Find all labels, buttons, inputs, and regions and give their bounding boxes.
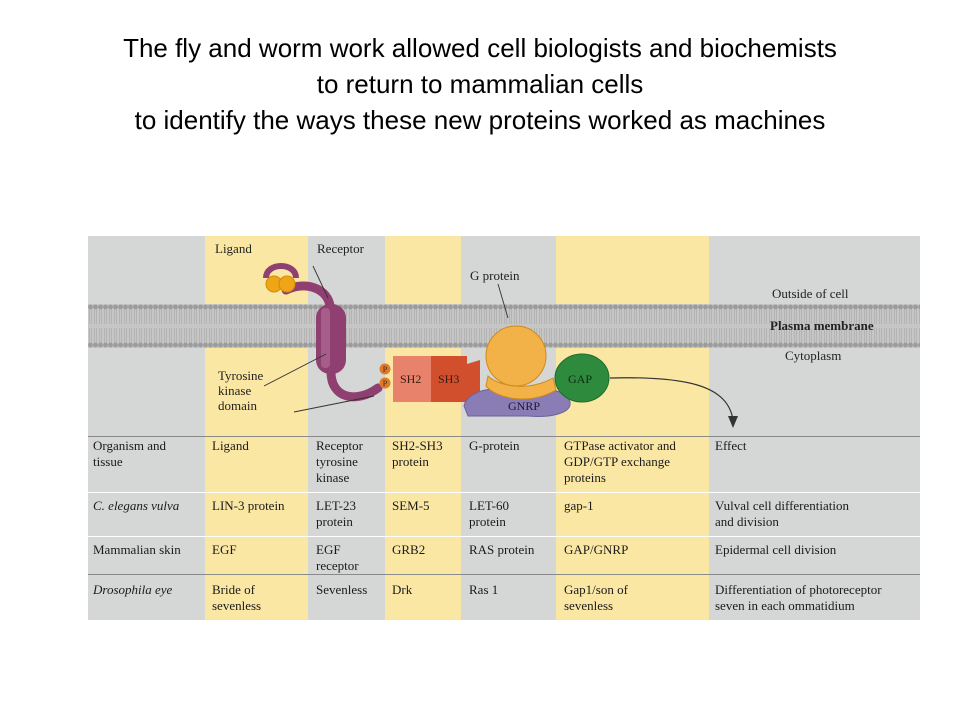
table-cell: Ligand xyxy=(212,438,249,453)
svg-text:P: P xyxy=(383,365,388,374)
table-cell: RAS protein xyxy=(469,542,535,557)
phosphate-groups: P P xyxy=(379,363,391,389)
pathway-diagram: P P Ligand Receptor G protein Outside of… xyxy=(88,241,920,428)
table-cell: LIN-3 protein xyxy=(212,498,285,513)
label-sh3: SH3 xyxy=(438,372,459,386)
table-cell: gap-1 xyxy=(564,498,594,513)
receptor-shape xyxy=(281,281,383,402)
label-receptor: Receptor xyxy=(317,241,365,256)
table-cell: Epidermal cell division xyxy=(715,542,837,557)
label-ligand: Ligand xyxy=(215,241,252,256)
sh2-domain xyxy=(393,356,431,402)
table-row: Drosophila eye xyxy=(93,582,173,597)
table-cell: G-protein xyxy=(469,438,520,453)
band-sh2-sh3 xyxy=(385,236,461,620)
gap-shape xyxy=(554,353,610,403)
sh3-domain xyxy=(431,356,467,402)
svg-text:P: P xyxy=(383,379,388,388)
table-cell: GRB2 xyxy=(392,542,426,557)
label-gap: GAP xyxy=(568,372,592,386)
table-cell: EGF xyxy=(212,542,237,557)
label-gnrp: GNRP xyxy=(508,399,540,413)
ligand-shape xyxy=(263,263,299,293)
effect-arrow xyxy=(609,377,734,421)
table-cell: Ras 1 xyxy=(469,582,499,597)
title-line-1: The fly and worm work allowed cell biolo… xyxy=(123,33,837,63)
label-domain: domain xyxy=(218,398,257,413)
label-plasma-membrane: Plasma membrane xyxy=(770,318,874,333)
ligand-ball-right xyxy=(278,275,296,293)
title-line-2: to return to mammalian cells xyxy=(316,69,644,99)
table-row: Mammalian skin xyxy=(93,542,181,557)
table-cell: Drk xyxy=(392,582,413,597)
band-gap-gnrp xyxy=(556,236,709,620)
title-line-3: to identify the ways these new proteins … xyxy=(134,105,826,135)
table-row: C. elegans vulva xyxy=(93,498,180,513)
label-outside-cell: Outside of cell xyxy=(772,286,849,301)
table-cell: Effect xyxy=(715,438,747,453)
label-tyrosine: Tyrosine xyxy=(218,368,264,383)
table-cell: GAP/GNRP xyxy=(564,542,629,557)
g-protein-shape xyxy=(485,325,557,400)
table-cell: SEM-5 xyxy=(392,498,430,513)
table-cell: Sevenless xyxy=(316,582,368,597)
signaling-pathway-figure: P P Ligand Receptor G protein Outside of… xyxy=(88,236,920,620)
slide-title: The fly and worm work allowed cell biolo… xyxy=(0,30,960,138)
label-sh2: SH2 xyxy=(400,372,421,386)
label-cytoplasm: Cytoplasm xyxy=(785,348,841,363)
band-ligand xyxy=(205,236,308,620)
label-kinase: kinase xyxy=(218,383,251,398)
label-g-protein: G protein xyxy=(470,268,520,283)
